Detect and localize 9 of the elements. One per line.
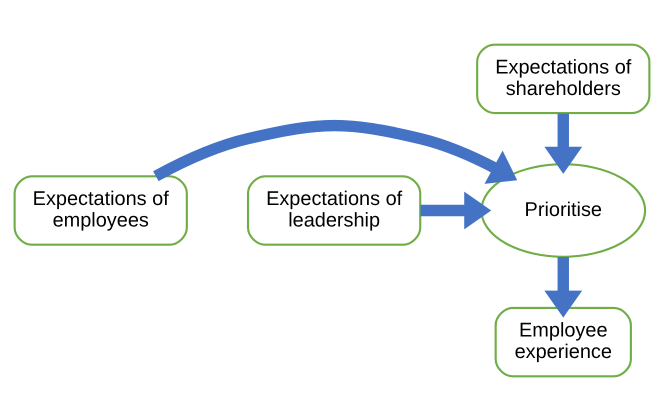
node-box: Expectations of employees	[14, 174, 188, 246]
node-box: Expectations of shareholders	[476, 43, 650, 114]
arrow	[544, 112, 582, 174]
node-box: Expectations of leadership	[246, 174, 422, 246]
node-box: Employee experience	[494, 306, 632, 377]
arrow	[153, 119, 518, 184]
node-ellipse: Prioritise	[480, 162, 646, 258]
arrow	[544, 256, 582, 318]
arrow	[420, 191, 492, 229]
